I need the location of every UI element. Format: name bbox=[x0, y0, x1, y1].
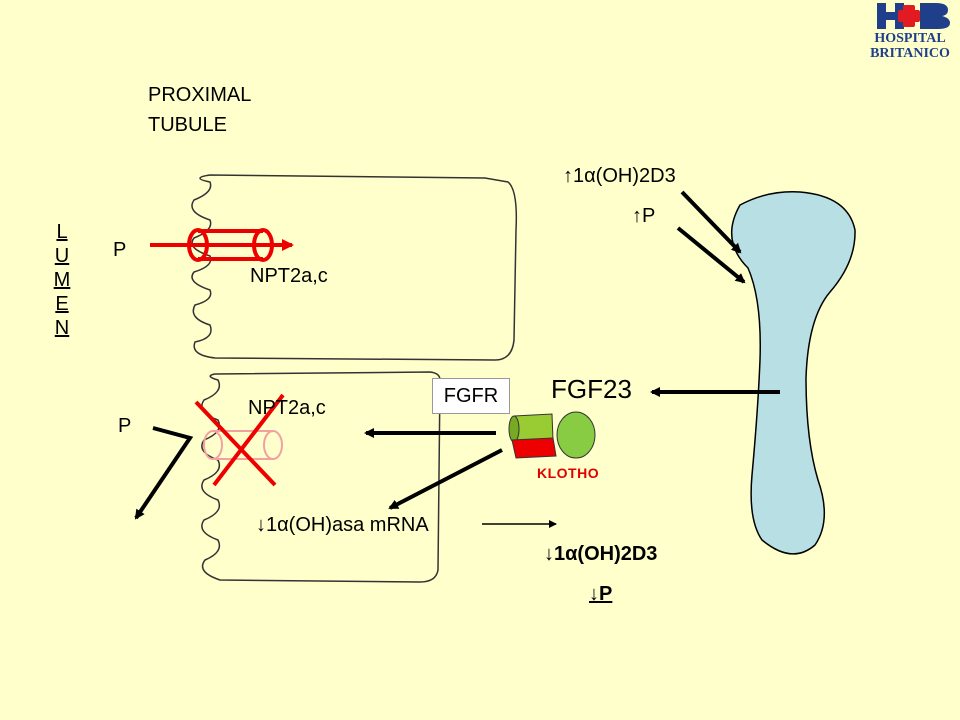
hospital-logo-mark bbox=[877, 3, 950, 29]
tubule-cell-lower bbox=[201, 371, 441, 583]
hospital-logo: HOSPITAL BRITANICO bbox=[862, 0, 958, 64]
title-line-2: TUBULE bbox=[148, 114, 227, 136]
lumen-letter: L bbox=[56, 221, 68, 243]
receptor-to-mrna-arrow bbox=[388, 448, 503, 510]
phosphate-return-arrow bbox=[134, 426, 194, 520]
inhibition-cross bbox=[194, 393, 285, 487]
fgf23-label: FGF23 bbox=[551, 374, 632, 404]
d3-to-bone-arrow bbox=[680, 190, 742, 254]
title-line-1: PROXIMAL bbox=[148, 84, 252, 106]
lumen-letter: M bbox=[53, 269, 71, 291]
phosphate-label-bottom: P bbox=[118, 415, 132, 437]
npt-channel-upper bbox=[150, 228, 294, 262]
npt-label-bottom: NPT2a,c bbox=[248, 397, 326, 419]
phosphate-label-top: P bbox=[113, 239, 127, 261]
tubule-cell-upper bbox=[191, 174, 518, 361]
p-to-bone-arrow bbox=[676, 226, 746, 284]
logo-line-1: HOSPITAL bbox=[874, 31, 946, 46]
fgfr-label-box: FGFR bbox=[432, 378, 510, 414]
down-phosphate-label: ↓P bbox=[589, 583, 613, 605]
fgfr-klotho-receptor bbox=[508, 411, 596, 459]
up-vitamin-d3-label: ↑1α(OH)2D3 bbox=[563, 165, 676, 187]
npt-label-top: NPT2a,c bbox=[250, 265, 328, 287]
fgfr-label: FGFR bbox=[443, 384, 499, 407]
bone-shape bbox=[730, 191, 856, 555]
up-phosphate-label: ↑P bbox=[632, 205, 656, 227]
lumen-letter: E bbox=[55, 293, 69, 315]
lumen-label: L U M E N bbox=[52, 220, 72, 340]
mrna-label: ↓1α(OH)asa mRNA bbox=[256, 514, 429, 536]
lumen-letter: U bbox=[54, 245, 70, 267]
page-title: PROXIMAL TUBULE bbox=[148, 80, 288, 140]
logo-line-2: BRITANICO bbox=[870, 46, 950, 61]
down-vitamin-d3-label: ↓1α(OH)2D3 bbox=[544, 543, 658, 565]
lumen-letter: N bbox=[54, 317, 70, 339]
klotho-label: KLOTHO bbox=[537, 465, 600, 481]
